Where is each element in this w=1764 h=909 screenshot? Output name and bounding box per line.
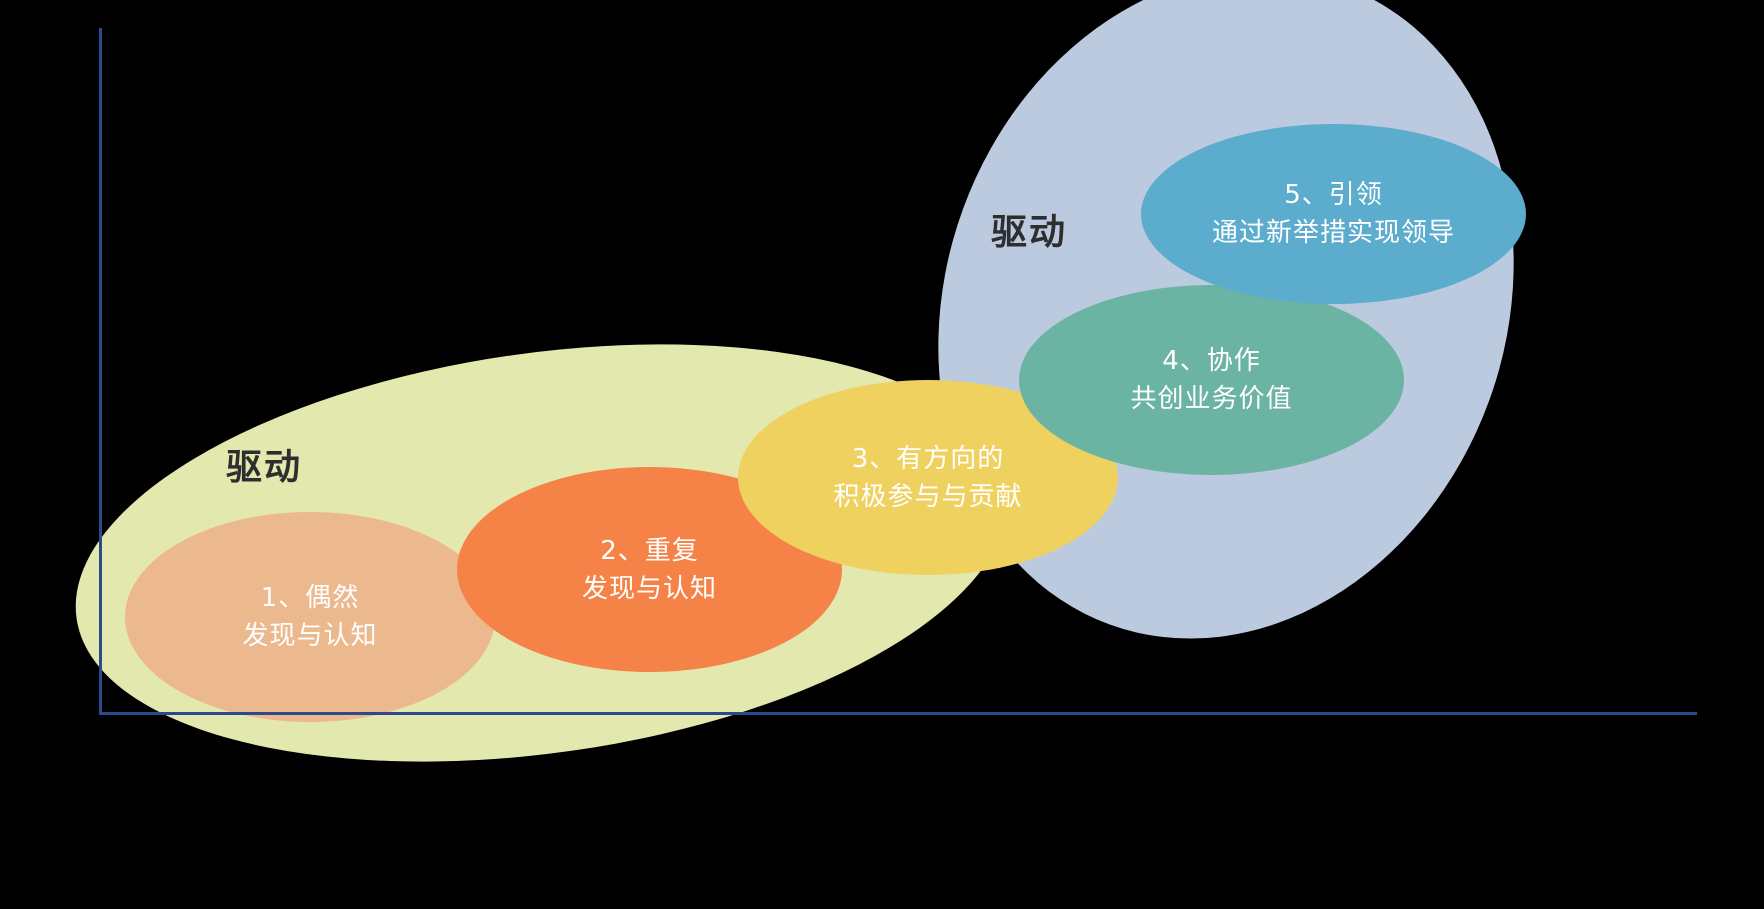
stage-3-subtitle: 积极参与与贡献 [833, 481, 1023, 512]
stage-ellipse-5: 5、引领 通过新举措实现领导 [1141, 124, 1526, 304]
stage-3-text: 3、有方向的 积极参与与贡献 [833, 441, 1022, 515]
stage-2-text: 2、重复 发现与认知 [582, 533, 717, 607]
stage-ellipse-4: 4、协作 共创业务价值 [1019, 285, 1404, 475]
stage-1-title: 1、偶然 [260, 583, 360, 613]
stage-3-title: 3、有方向的 [851, 443, 1005, 474]
x-axis-line [99, 712, 1697, 715]
stage-ellipse-1: 1、偶然 发现与认知 [125, 512, 495, 722]
stage-5-subtitle: 通过新举措实现领导 [1211, 218, 1455, 248]
stage-4-text: 4、协作 共创业务价值 [1130, 343, 1292, 417]
stage-2-subtitle: 发现与认知 [581, 573, 717, 604]
lower-region-label: 驱动 [226, 447, 303, 488]
stage-1-text: 1、偶然 发现与认知 [242, 580, 377, 654]
stage-4-title: 4、协作 [1162, 346, 1261, 376]
stage-5-text: 5、引领 通过新举措实现领导 [1212, 177, 1455, 251]
upper-region-label: 驱动 [991, 212, 1068, 253]
stage-1-subtitle: 发现与认知 [242, 621, 378, 651]
stage-2-title: 2、重复 [600, 535, 699, 566]
stage-4-subtitle: 共创业务价值 [1130, 384, 1293, 414]
y-axis-line [99, 28, 102, 715]
stage-5-title: 5、引领 [1284, 180, 1383, 210]
